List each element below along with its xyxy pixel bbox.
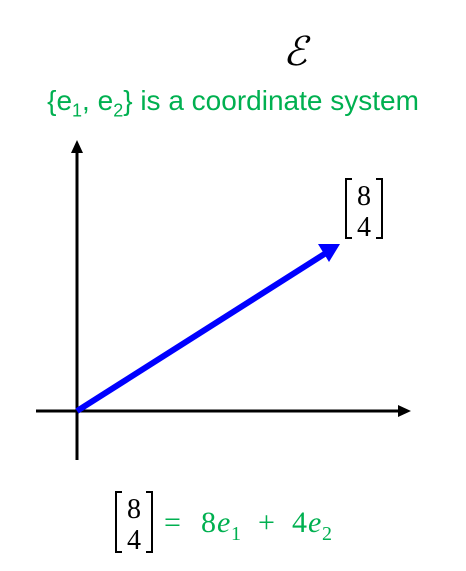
- equation-vector-bottom: 4: [127, 525, 141, 556]
- vector-arrowhead: [318, 244, 340, 262]
- vector-label: 8 4: [345, 178, 383, 243]
- subtitle-sub-2: 2: [113, 100, 124, 121]
- equation-equals: =: [164, 506, 181, 539]
- subtitle-open: {e: [47, 85, 73, 116]
- equation-sub-2: 2: [322, 523, 332, 545]
- equation-left-bracket: [115, 491, 122, 553]
- equation-var-1: e: [217, 506, 230, 539]
- subtitle-sub-1: 1: [72, 100, 83, 121]
- subtitle-mid: , e: [82, 85, 114, 116]
- equation: 8 4 = 8 e 1 + 4 e 2: [115, 491, 332, 556]
- equation-plus: +: [258, 506, 275, 539]
- equation-coef-1: 8: [201, 506, 216, 539]
- vector-label-left-bracket: [345, 178, 352, 239]
- equation-var-2: e: [308, 506, 321, 539]
- equation-vector-top: 8: [127, 494, 141, 525]
- equation-sub-1: 1: [231, 523, 241, 545]
- vector-label-bottom: 4: [357, 212, 371, 243]
- subtitle-rest: } is a coordinate system: [123, 85, 419, 116]
- vector-label-top: 8: [357, 181, 371, 212]
- subtitle: {e1, e2} is a coordinate system: [0, 84, 466, 122]
- coordinate-system-symbol: ℰ: [282, 29, 308, 75]
- equation-right-bracket: [146, 491, 153, 553]
- equation-coef-2: 4: [292, 506, 307, 539]
- vector-arrow: [75, 250, 328, 414]
- vector-label-right-bracket: [376, 178, 383, 239]
- x-axis-arrowhead: [398, 405, 411, 417]
- y-axis-arrowhead: [71, 140, 83, 153]
